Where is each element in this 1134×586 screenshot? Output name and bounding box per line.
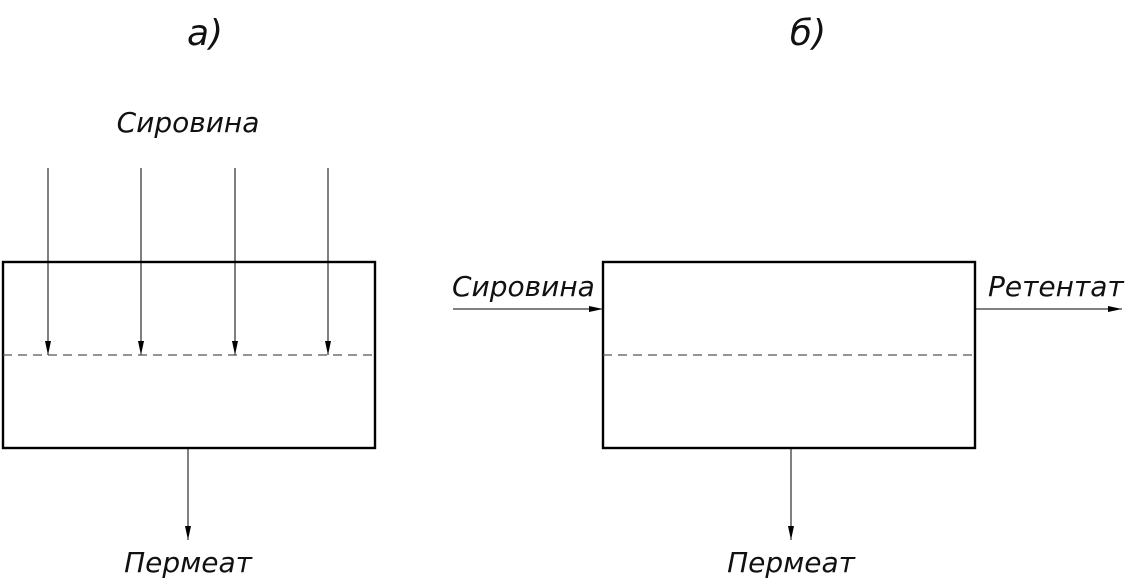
panel-b-feed-label: Сировина: [452, 270, 595, 303]
panel-b: б) Сировина Ретентат Пермеат: [452, 13, 1124, 579]
panel-b-permeate-label: Пермеат: [727, 546, 856, 579]
panel-a-feed-label: Сировина: [117, 106, 260, 139]
panel-a: а) Сировина Пермеат: [1, 13, 377, 579]
panel-b-label: б): [790, 13, 826, 54]
panel-a-label: а): [187, 13, 223, 54]
panel-b-retentate-label: Ретентат: [988, 270, 1124, 303]
panel-a-permeate-label: Пермеат: [124, 546, 253, 579]
